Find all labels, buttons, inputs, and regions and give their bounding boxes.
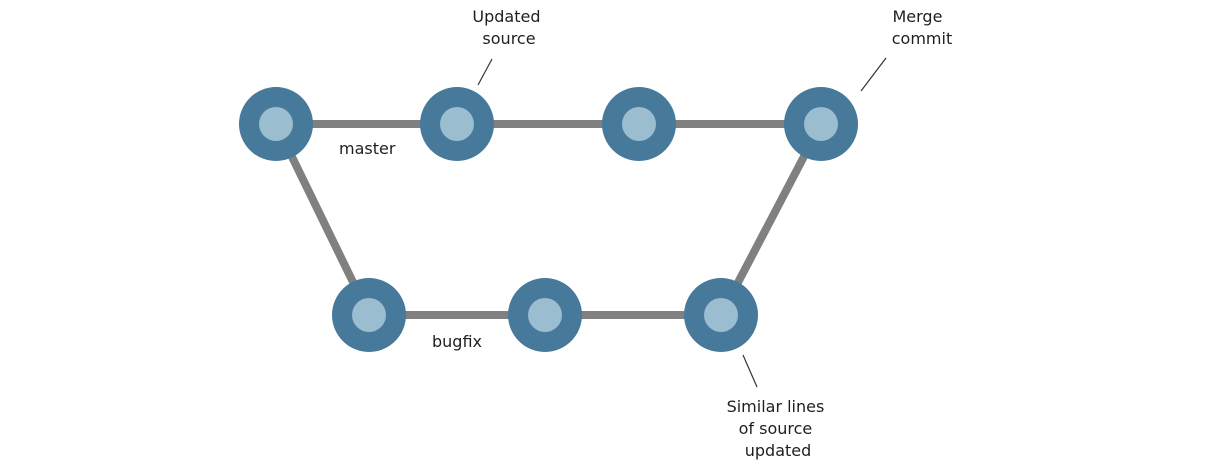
commit-node — [684, 278, 758, 352]
leader-similar-lines — [742, 354, 758, 388]
commit-node — [602, 87, 676, 161]
leader-merge-commit — [860, 57, 887, 92]
branch-label-bugfix: bugfix — [432, 332, 482, 351]
callout-similar-lines-line: Similar lines — [727, 397, 825, 416]
branch-label-master: master — [339, 139, 396, 158]
callout-merge-commit-line: commit — [892, 29, 952, 48]
merge-commit-node — [784, 87, 858, 161]
callout-updated-source-line: Updated — [472, 7, 540, 26]
callout-similar-lines-line: of source — [739, 419, 813, 438]
callout-similar-lines-line: updated — [745, 441, 812, 460]
callout-updated-source-line: source — [482, 29, 535, 48]
callout-leaders — [477, 57, 887, 388]
callout-updated-source: Updated source — [472, 7, 545, 48]
commit-node — [239, 87, 313, 161]
callout-similar-lines: Similar lines of source updated — [727, 397, 830, 460]
leader-updated-source — [477, 58, 493, 86]
commit-nodes — [239, 87, 858, 352]
callout-merge-commit-line: Merge — [892, 7, 942, 26]
commit-node — [420, 87, 494, 161]
callout-merge-commit: Merge commit — [892, 7, 952, 48]
commit-node — [332, 278, 406, 352]
commit-node — [508, 278, 582, 352]
